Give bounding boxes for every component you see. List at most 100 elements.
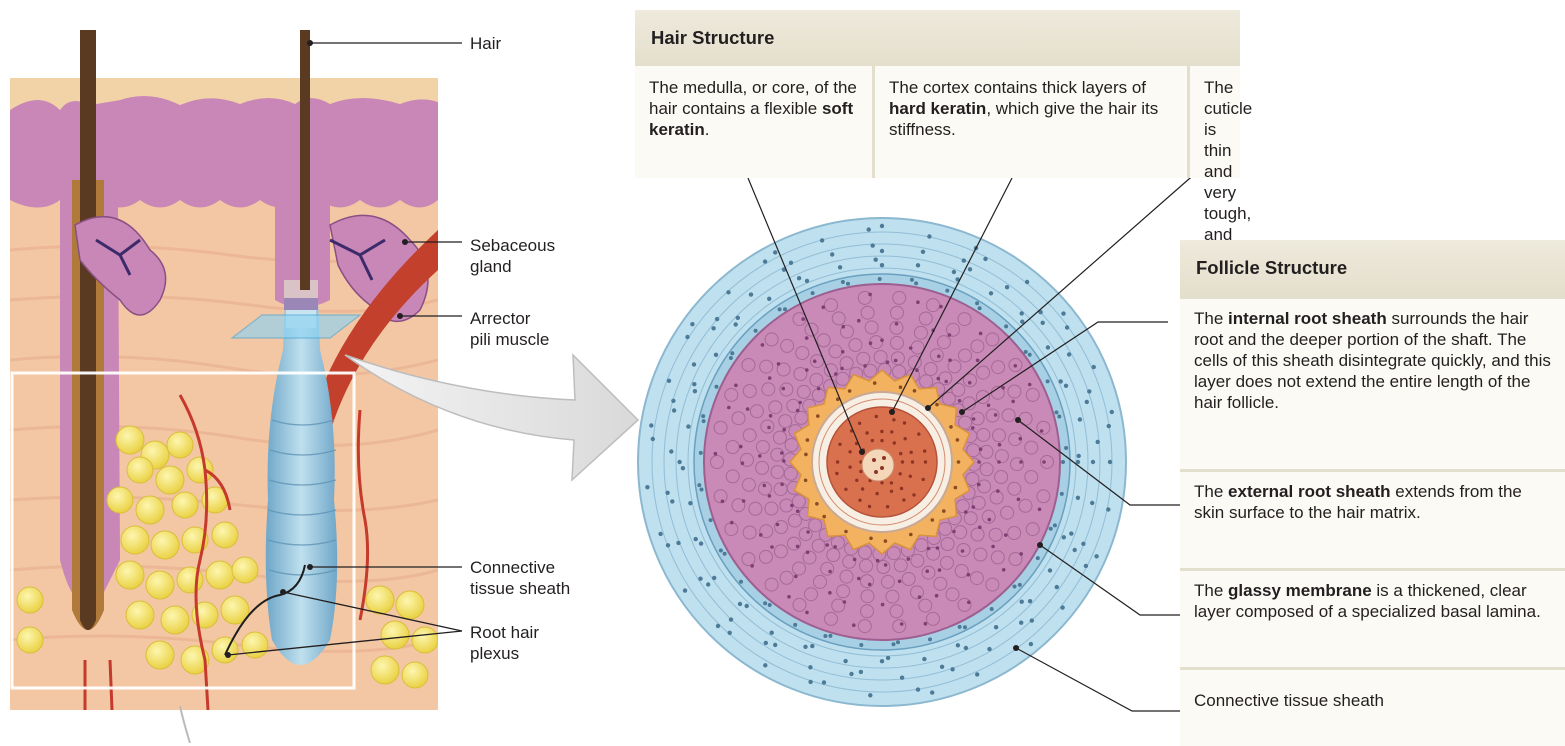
cell-nucleus — [690, 322, 694, 326]
cell-nucleus — [1017, 498, 1021, 502]
cell-nucleus — [875, 492, 878, 495]
cell-nucleus — [789, 261, 793, 265]
cell-nucleus — [979, 332, 983, 336]
cell-nucleus — [852, 623, 856, 627]
cell-nucleus — [1024, 350, 1028, 354]
cell-nucleus — [1059, 379, 1063, 383]
cell-nucleus — [962, 258, 966, 262]
cell-nucleus — [868, 693, 872, 697]
cell-nucleus — [996, 489, 1000, 493]
cell-nucleus — [994, 625, 998, 629]
cell-nucleus — [881, 603, 885, 607]
cell-nucleus — [988, 518, 992, 522]
cell-nucleus — [838, 443, 841, 446]
cell-nucleus — [730, 351, 734, 355]
cell-nucleus — [777, 362, 781, 366]
cell-nucleus — [916, 300, 920, 304]
cell-nucleus — [782, 459, 786, 463]
cell-nucleus — [763, 259, 767, 263]
cell-nucleus — [738, 602, 742, 606]
cell-nucleus — [808, 680, 812, 684]
cell-nucleus — [729, 356, 733, 360]
cell-nucleus — [815, 502, 819, 506]
cell-nucleus — [1013, 585, 1017, 589]
cell-nucleus — [918, 595, 922, 599]
cell-nucleus — [884, 539, 888, 543]
cell-nucleus — [685, 335, 689, 339]
cell-nucleus — [667, 379, 671, 383]
cell-nucleus — [858, 422, 861, 425]
cell-nucleus — [773, 643, 777, 647]
cell-nucleus — [915, 368, 919, 372]
cell-nucleus — [726, 290, 730, 294]
cell-nucleus — [1040, 429, 1044, 433]
cell-nucleus — [780, 451, 784, 455]
cell-nucleus — [975, 672, 979, 676]
cell-nucleus — [697, 483, 701, 487]
cell-nucleus — [892, 418, 895, 421]
follicle-cross-section — [638, 218, 1126, 706]
cell-nucleus — [699, 451, 703, 455]
cell-nucleus — [734, 322, 738, 326]
cell-nucleus — [972, 417, 976, 421]
cell-nucleus — [1001, 386, 1005, 390]
cell-nucleus — [1092, 365, 1096, 369]
cell-nucleus — [901, 460, 904, 463]
cell-nucleus — [811, 291, 815, 295]
hair-structure-panel: Hair Structure The medulla, or core, of … — [635, 10, 1240, 178]
cell-nucleus — [1029, 642, 1033, 646]
cell-nucleus — [880, 263, 884, 267]
cell-nucleus — [990, 607, 994, 611]
cell-nucleus — [686, 424, 690, 428]
cell-nucleus — [916, 263, 920, 267]
cell-nucleus — [1028, 383, 1032, 387]
cell-nucleus — [793, 623, 797, 627]
cell-nucleus — [909, 475, 912, 478]
cell-nucleus — [942, 509, 946, 513]
cell-nucleus — [1078, 417, 1082, 421]
cell-nucleus — [778, 307, 782, 311]
cell-nucleus — [780, 483, 784, 487]
cell-nucleus — [754, 329, 758, 333]
cell-nucleus — [922, 657, 926, 661]
cell-nucleus — [911, 460, 914, 463]
cell-nucleus — [823, 634, 827, 638]
cell-nucleus — [886, 505, 889, 508]
cell-nucleus — [869, 341, 873, 345]
cell-nucleus — [727, 406, 731, 410]
cell-nucleus — [692, 362, 696, 366]
cell-nucleus — [890, 430, 893, 433]
cell-nucleus — [759, 533, 763, 537]
cell-nucleus — [968, 381, 972, 385]
cell-nucleus — [964, 510, 968, 514]
cell-nucleus — [931, 518, 935, 522]
cell-nucleus — [916, 687, 920, 691]
cell-nucleus — [977, 460, 981, 464]
cell-nucleus — [716, 624, 720, 628]
cell-nucleus — [927, 547, 931, 551]
cell-nucleus — [796, 545, 800, 549]
cell-nucleus — [924, 622, 928, 626]
cell-nucleus — [1018, 583, 1022, 587]
cell-nucleus — [805, 611, 809, 615]
cell-nucleus — [736, 316, 740, 320]
cell-nucleus — [1064, 446, 1068, 450]
cell-nucleus — [1011, 400, 1015, 404]
cell-nucleus — [768, 603, 772, 607]
cell-nucleus — [958, 399, 962, 403]
cell-nucleus — [723, 552, 727, 556]
cell-nucleus — [828, 591, 832, 595]
cell-nucleus — [898, 580, 902, 584]
cell-nucleus — [846, 282, 850, 286]
cell-nucleus — [991, 545, 995, 549]
cell-nucleus — [867, 227, 871, 231]
cell-nucleus — [880, 430, 883, 433]
cell-nucleus — [816, 414, 820, 418]
cell-nucleus — [711, 326, 715, 330]
cell-nucleus — [987, 647, 991, 651]
cell-nucleus — [922, 478, 925, 481]
cell-nucleus — [843, 600, 847, 604]
cell-nucleus — [938, 568, 942, 572]
cell-nucleus — [694, 537, 698, 541]
cell-nucleus — [721, 500, 725, 504]
